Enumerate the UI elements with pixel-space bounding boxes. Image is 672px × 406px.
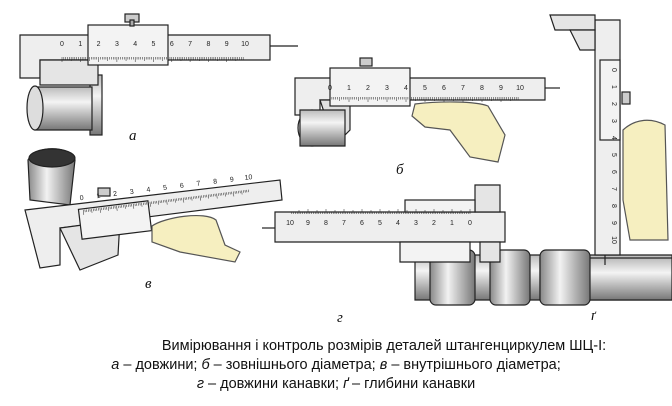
scale-number: 2 bbox=[432, 220, 436, 227]
caption-text: – зовнішнього діаметра; bbox=[209, 357, 380, 373]
scale-number: 6 bbox=[442, 85, 446, 92]
scale-tick bbox=[116, 205, 118, 211]
caliper-scale: 0 1 2 3 4 5 6 7 8 9 10 bbox=[610, 68, 617, 244]
caption-text: – глибини канавки bbox=[348, 376, 476, 392]
scale-number: 9 bbox=[306, 220, 310, 227]
scale-number: 7 bbox=[342, 220, 346, 227]
scale-number: 1 bbox=[96, 193, 101, 200]
caption-text: – довжини; bbox=[119, 357, 202, 373]
scale-tick bbox=[166, 199, 168, 205]
scale-number: 5 bbox=[610, 153, 617, 157]
scale-number: 0 bbox=[79, 195, 84, 202]
scale-number: 0 bbox=[60, 41, 64, 48]
scale-number: 2 bbox=[610, 102, 617, 106]
scale-number: 9 bbox=[499, 85, 503, 92]
figure-label-b: б bbox=[396, 162, 404, 178]
scale-number: 1 bbox=[347, 85, 351, 92]
scale-tick bbox=[183, 197, 185, 203]
scale-tick bbox=[132, 203, 135, 209]
caption-title: Вимірювання і контроль розмірів деталей … bbox=[161, 338, 607, 354]
hand bbox=[622, 119, 669, 241]
scale-number: 9 bbox=[230, 176, 235, 183]
scale-number: 0 bbox=[610, 68, 617, 72]
scale-number: 4 bbox=[404, 85, 408, 92]
scale-number: 7 bbox=[461, 85, 465, 92]
scale-number: 7 bbox=[196, 180, 201, 187]
figure-label-g: г bbox=[337, 310, 343, 326]
caliper-figure-ge: 0 1 2 3 4 5 6 7 8 9 10 bbox=[539, 14, 672, 306]
caliper-figure-v: 0 1 2 3 4 5 6 7 8 9 10 bbox=[24, 148, 283, 271]
scale-number: 10 bbox=[516, 85, 524, 92]
scale-number: 3 bbox=[385, 85, 389, 92]
scale-number: 1 bbox=[78, 41, 82, 48]
scale-number: 1 bbox=[450, 220, 454, 227]
scale-number: 5 bbox=[152, 41, 156, 48]
scale-number: 4 bbox=[133, 41, 137, 48]
caliper-figure-b: 0 1 2 3 4 5 6 7 8 9 10 bbox=[294, 57, 560, 163]
scale-number: 7 bbox=[188, 41, 192, 48]
scale-number: 4 bbox=[396, 220, 400, 227]
scale-tick bbox=[99, 207, 101, 213]
scale-number: 8 bbox=[480, 85, 484, 92]
caption-letter: ґ bbox=[343, 376, 349, 392]
caliper-figure-a: 0 1 2 3 4 5 6 7 8 9 10 bbox=[19, 13, 298, 136]
scale-number: 6 bbox=[170, 41, 174, 48]
scale-number: 6 bbox=[360, 220, 364, 227]
caliper-scale: 0 1 2 3 4 5 6 7 8 9 10 bbox=[60, 41, 249, 62]
caption-letter: а bbox=[111, 357, 120, 373]
caption-letter: б bbox=[201, 357, 210, 373]
figure-label-v: в bbox=[145, 276, 152, 292]
figure-label-ge: ґ bbox=[591, 308, 596, 324]
scale-number: 8 bbox=[324, 220, 328, 227]
hand bbox=[151, 214, 241, 263]
scale-number: 10 bbox=[286, 220, 294, 227]
scale-number: 0 bbox=[328, 85, 332, 92]
caption-line-2: а – довжини; б – зовнішнього діаметра; в… bbox=[0, 356, 672, 375]
scale-tick bbox=[149, 201, 151, 207]
scale-number: 3 bbox=[610, 119, 617, 123]
scale-number: 5 bbox=[378, 220, 382, 227]
scale-number: 5 bbox=[163, 185, 168, 192]
scale-number: 10 bbox=[610, 236, 617, 244]
scale-tick bbox=[233, 191, 235, 197]
caliper-scale: 0 1 2 3 4 5 6 7 8 9 10 bbox=[286, 209, 472, 227]
scale-number: 2 bbox=[97, 41, 101, 48]
scale-number: 4 bbox=[146, 187, 151, 194]
scale-number: 8 bbox=[610, 204, 617, 208]
scale-number: 6 bbox=[610, 170, 617, 174]
caption-text: – внутрішнього діаметра; bbox=[387, 357, 561, 373]
caption-text: – довжини канавки; bbox=[203, 376, 344, 392]
scale-number: 9 bbox=[610, 221, 617, 225]
scale-number: 8 bbox=[206, 41, 210, 48]
caption-line-3: г – довжини канавки; ґ – глибини канавки bbox=[0, 375, 672, 394]
hand bbox=[411, 101, 506, 163]
scale-tick bbox=[199, 195, 201, 201]
caption-letter: в bbox=[379, 357, 388, 373]
scale-number: 1 bbox=[610, 85, 617, 89]
caption-letter: г bbox=[196, 376, 204, 392]
figure-label-a: а bbox=[129, 128, 137, 144]
scale-number: 3 bbox=[414, 220, 418, 227]
scale-tick bbox=[216, 193, 218, 199]
scale-number: 3 bbox=[129, 189, 134, 196]
scale-number: 3 bbox=[115, 41, 119, 48]
caliper-scale: 0 1 2 3 4 5 6 7 8 9 10 bbox=[328, 85, 524, 102]
scale-number: 6 bbox=[180, 183, 185, 190]
scale-number: 7 bbox=[610, 187, 617, 191]
caliper-scale: 0 1 2 3 4 5 6 7 8 9 10 bbox=[79, 174, 253, 215]
figure-caption: Вимірювання і контроль розмірів деталей … bbox=[0, 337, 672, 394]
scale-number: 2 bbox=[366, 85, 370, 92]
scale-number: 10 bbox=[241, 41, 249, 48]
scale-number: 9 bbox=[225, 41, 229, 48]
scale-number: 10 bbox=[244, 174, 253, 182]
scale-number: 5 bbox=[423, 85, 427, 92]
scale-tick bbox=[82, 209, 85, 215]
scale-number: 4 bbox=[610, 136, 617, 140]
scale-number: 8 bbox=[213, 178, 218, 185]
scale-number: 2 bbox=[113, 191, 118, 198]
scale-number: 0 bbox=[468, 220, 472, 227]
